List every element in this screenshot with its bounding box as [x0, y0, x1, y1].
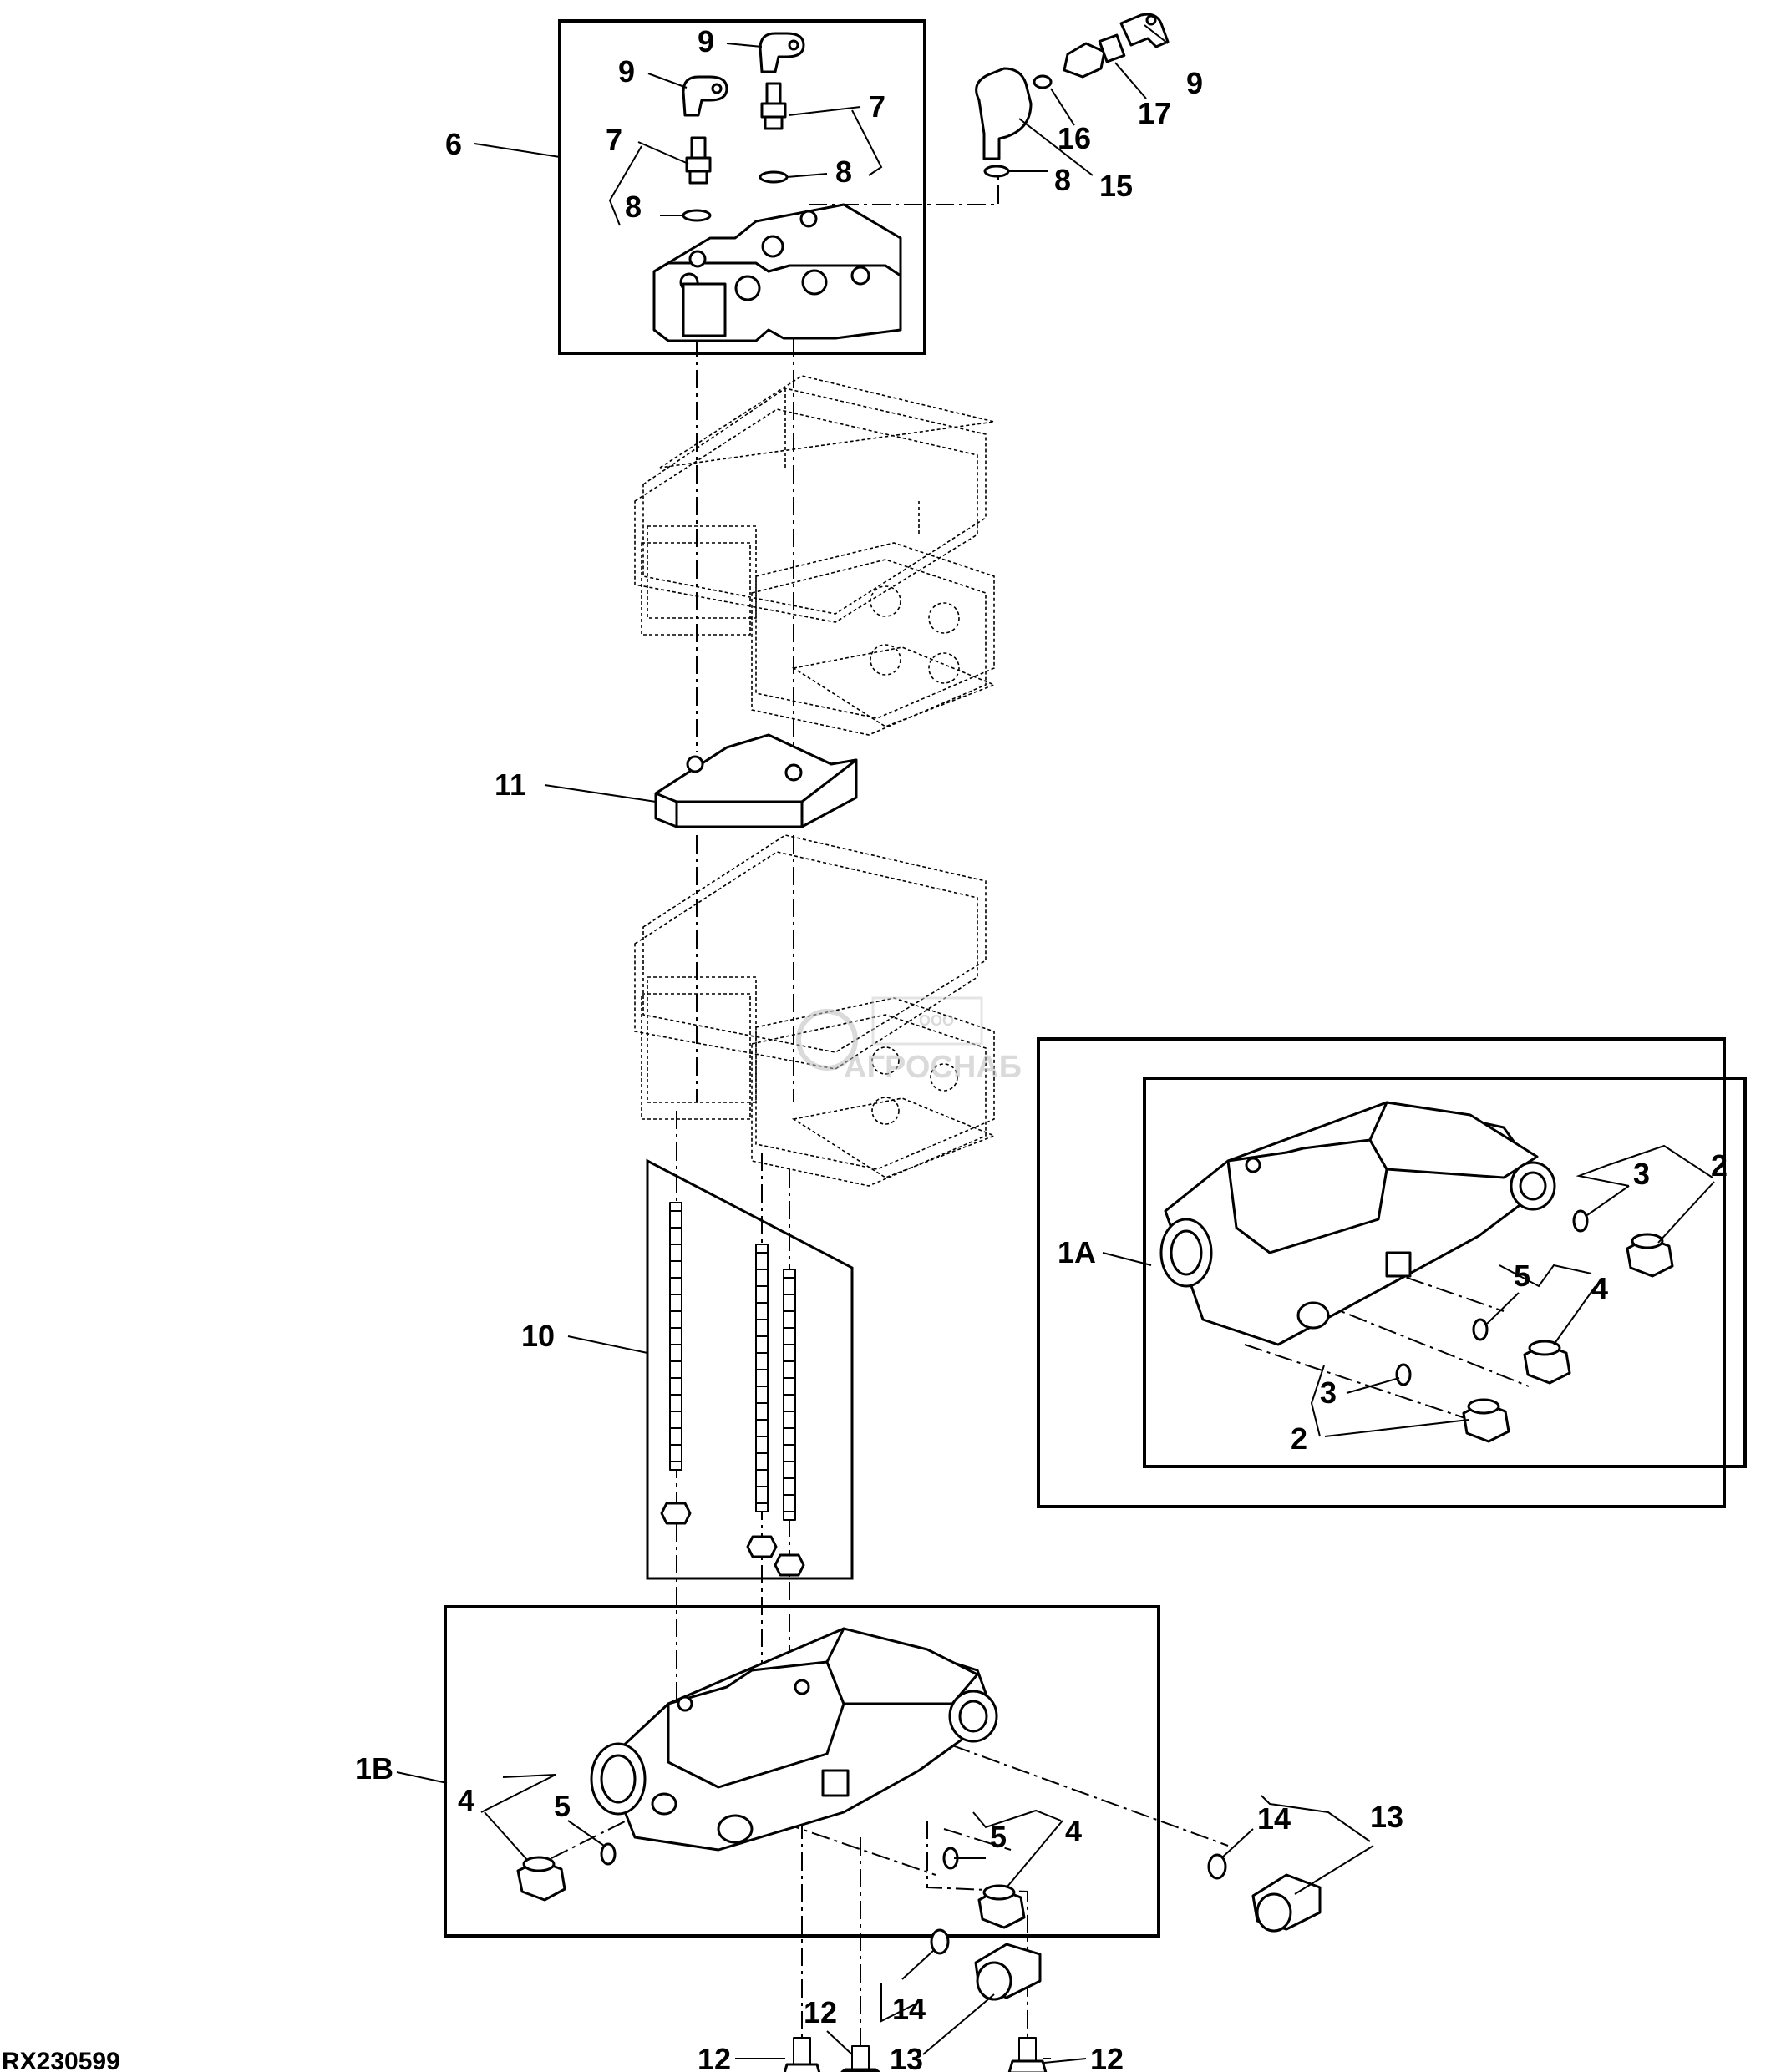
callout-17: 17 — [1138, 96, 1171, 130]
fitting-7-left — [685, 136, 712, 185]
callout-5-detail: 5 — [1514, 1259, 1530, 1293]
callout-14-right: 14 — [1257, 1801, 1291, 1836]
o-ring-16 — [1033, 74, 1053, 89]
callout-15: 15 — [1099, 169, 1133, 203]
elbow-15 — [975, 67, 1033, 160]
figure-code: RX230599 — [2, 2048, 120, 2072]
callout-2-lower: 2 — [1291, 1421, 1307, 1456]
cover-assembly-frame — [558, 19, 926, 355]
callout-4-right: 4 — [1065, 1814, 1082, 1848]
o-ring-8-left — [682, 209, 712, 222]
capscrew-12-right — [1007, 2037, 1048, 2072]
callout-4-left: 4 — [458, 1783, 474, 1817]
inlet-housing-part-1A-detail — [1159, 1101, 1556, 1346]
callout-3-upper: 3 — [1633, 1157, 1650, 1191]
valve-section-lower-reference — [634, 834, 997, 1187]
callout-6: 6 — [445, 127, 462, 161]
plug-4-detail — [1523, 1340, 1571, 1385]
callout-labels: 6 9 9 7 7 8 8 8 9 17 16 15 11 10 1A 2 3 … — [2, 24, 1728, 2072]
callout-8-elbow: 8 — [1054, 163, 1071, 197]
fitting-7-right — [760, 82, 787, 130]
tie-rod-left — [660, 1202, 692, 1525]
callout-2-upper: 2 — [1711, 1148, 1728, 1183]
callout-9-middle: 9 — [698, 24, 714, 58]
watermark-logo: ООО АГРОСНАБ — [796, 996, 1022, 1085]
callout-7-left: 7 — [606, 123, 622, 157]
tie-rod-middle — [746, 1244, 778, 1558]
tie-rod-frame — [646, 1158, 854, 1580]
callout-7-right: 7 — [869, 89, 885, 124]
spacer-plate-part-11 — [654, 733, 858, 828]
callout-3-lower: 3 — [1320, 1375, 1337, 1410]
o-ring-14-right — [1207, 1853, 1227, 1880]
callout-10: 10 — [521, 1319, 555, 1353]
watermark-company-type: ООО — [919, 1012, 954, 1029]
detail-1A-inner-frame — [1143, 1077, 1747, 1468]
plug-2-lower — [1462, 1398, 1510, 1443]
callout-11: 11 — [495, 768, 526, 802]
callout-9-left: 9 — [618, 54, 635, 89]
coupler-17 — [1063, 33, 1126, 79]
o-ring-3-lower — [1395, 1363, 1412, 1386]
callout-12-right: 12 — [1090, 2042, 1124, 2072]
o-ring-8-right — [759, 170, 789, 184]
callout-5-left: 5 — [554, 1789, 571, 1823]
capscrew-12-left — [783, 2037, 821, 2072]
callout-5-right: 5 — [990, 1820, 1007, 1854]
callout-1B: 1B — [355, 1751, 393, 1786]
o-ring-3-upper — [1572, 1209, 1589, 1233]
o-ring-5-detail — [1472, 1318, 1489, 1341]
plug-2-upper — [1626, 1233, 1674, 1278]
callout-4-detail: 4 — [1591, 1271, 1608, 1305]
o-ring-8-elbow — [983, 165, 1010, 178]
fitting-13-right — [1251, 1873, 1322, 1933]
plug-4-right — [977, 1884, 1026, 1929]
dust-cap-9-left — [682, 75, 728, 117]
callout-12-left: 12 — [698, 2042, 731, 2072]
inlet-housing-part-1B — [590, 1627, 998, 1852]
callout-9-right: 9 — [1186, 66, 1203, 100]
callout-1A: 1A — [1058, 1235, 1096, 1269]
detail-1A-outer-frame — [1037, 1037, 1726, 1508]
fitting-13-bottom — [974, 1943, 1042, 2001]
watermark-company-name: АГРОСНАБ — [844, 1050, 1022, 1085]
callout-16: 16 — [1058, 121, 1091, 155]
valve-section-upper-reference — [634, 375, 997, 736]
callout-8-left: 8 — [625, 190, 642, 224]
callout-12-middle: 12 — [804, 1995, 837, 2029]
top-cover-part-6 — [652, 203, 902, 342]
tie-rod-right — [774, 1269, 805, 1577]
dust-cap-9-middle — [759, 32, 805, 73]
callout-13-right: 13 — [1370, 1800, 1403, 1834]
inlet-housing-1B-frame — [444, 1605, 1160, 1938]
dust-cap-9-right — [1119, 13, 1170, 48]
o-ring-5-left — [600, 1842, 617, 1866]
leader-lines — [396, 24, 1715, 2064]
o-ring-14-bottom — [930, 1928, 950, 1955]
plug-4-left — [516, 1856, 566, 1902]
callout-8-right: 8 — [835, 155, 852, 189]
capscrew-12-middle — [840, 2045, 880, 2072]
callout-14-bottom: 14 — [892, 1992, 926, 2026]
callout-13-bottom: 13 — [890, 2042, 923, 2072]
